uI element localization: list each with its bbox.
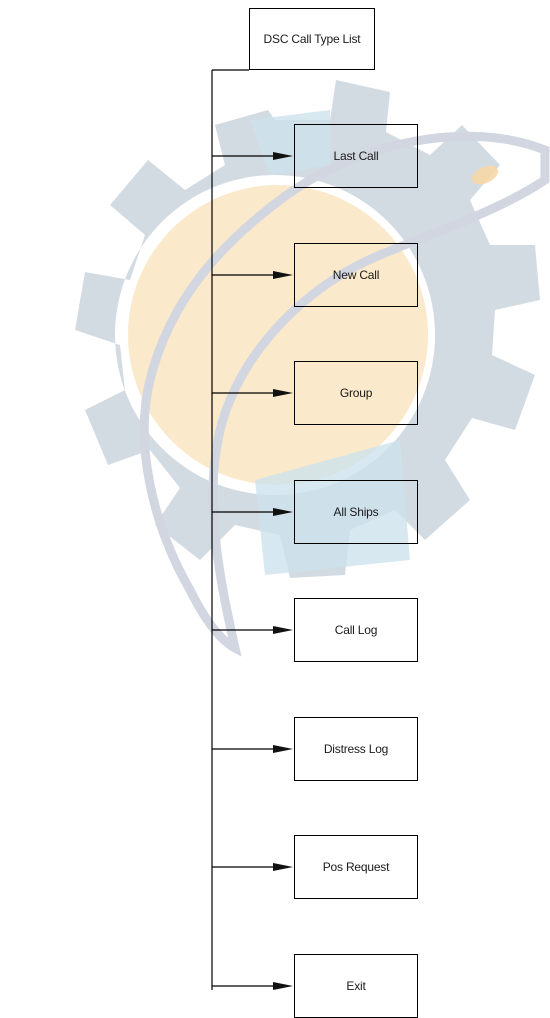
arrow-head-icon [273,152,293,160]
menu-item-label: Call Log [334,623,378,637]
menu-item-all-ships[interactable]: All Ships [294,480,418,544]
arrow-head-icon [273,626,293,634]
arrow-head-icon [273,508,293,516]
menu-item-pos-request[interactable]: Pos Request [294,835,418,899]
diagram-title-box: DSC Call Type List [249,8,375,70]
menu-item-label: Pos Request [322,860,390,874]
menu-item-label: New Call [332,268,380,282]
menu-item-distress-log[interactable]: Distress Log [294,717,418,781]
menu-item-new-call[interactable]: New Call [294,243,418,307]
menu-item-label: Last Call [333,149,379,163]
menu-item-group[interactable]: Group [294,361,418,425]
menu-item-last-call[interactable]: Last Call [294,124,418,188]
menu-item-label: Group [339,386,373,400]
menu-item-label: Exit [346,979,366,993]
menu-item-call-log[interactable]: Call Log [294,598,418,662]
arrow-head-icon [273,863,293,871]
arrow-head-icon [273,271,293,279]
menu-item-label: Distress Log [323,742,389,756]
menu-item-label: All Ships [333,505,379,519]
arrow-head-icon [273,389,293,397]
menu-item-exit[interactable]: Exit [294,954,418,1018]
diagram-title: DSC Call Type List [263,32,361,46]
gear-watermark-icon [75,80,550,657]
arrow-head-icon [273,745,293,753]
arrow-head-icon [273,982,293,990]
